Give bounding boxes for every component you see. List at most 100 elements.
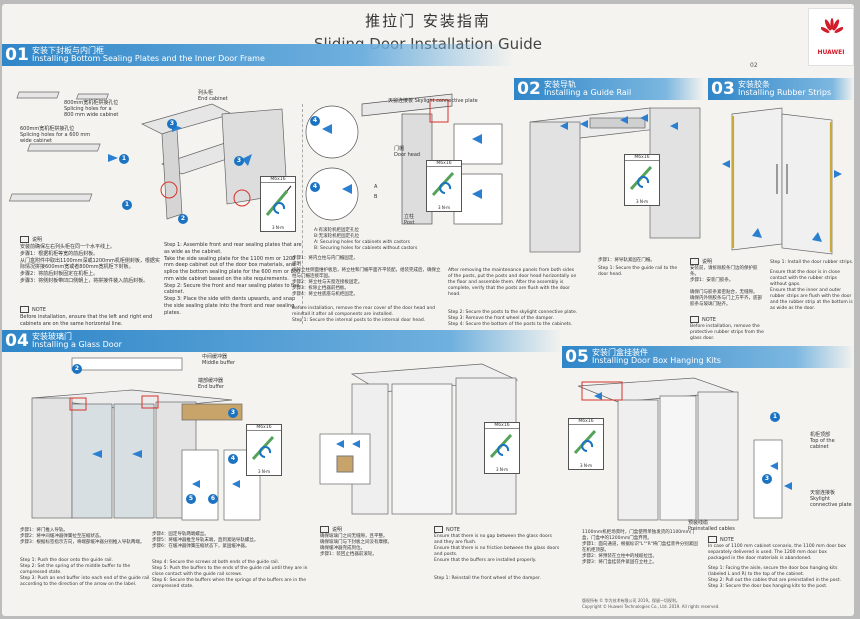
manual-sheet: 推拉门 安装指南 Sliding Door Installation Guide… [2,4,854,616]
section-04-header: 04 安装玻璃门 Installing a Glass Door [2,330,562,352]
step-marker-3b: 3 [234,156,244,166]
label-800mm-holes: 800mm宽机柜拼接孔位 Splicing holes for a 800 mm… [64,100,119,118]
section-02-header: 02 安装导轨 Installing a Guide Rail [514,78,704,100]
steps-en-s5: Step 1: Facing the aisle, secure the doo… [708,566,842,590]
step-marker-6-s4: 6 [208,494,218,504]
note-header-s5: NOTE [708,536,734,543]
screwdriver-icon [431,171,455,197]
page-number: 02 [750,62,758,69]
brand-name: HUAWEI [817,49,845,56]
step-reinstall-s4: Step 1: Reinstall the front wheel of the… [434,576,541,581]
torque-value-s1b: 3 N·m [438,205,450,210]
torque-value-s4b: 3 N·m [496,467,508,472]
rubber-strip-illustration [722,107,842,255]
huawei-flower-icon [821,18,843,33]
section-04-number: 04 [5,331,29,351]
glass-door-illustration [31,357,261,521]
tool-hint-box-s1: M6x16 3 N·m [260,176,296,232]
note-items-cn-s3: 确保门与胶条紧密贴合，无缝隙。 确保内外侧胶条与门上方平齐，底部胶条与玻璃门贴齐… [690,290,762,308]
screw-size-s1b: M6x16 [427,161,461,167]
tool-hint-box-s5: M6x16 3 N·m [568,418,604,470]
step-marker-1-s5: 1 [770,412,780,422]
step-marker-1: 1 [119,154,129,164]
section-04-title-en: Installing a Glass Door [32,340,122,349]
note-en-s5: In case of 1100 mm cabinet scenario, the… [708,544,846,562]
steps-en-2-s4: Step 4: Secure the screws at both ends o… [152,560,308,590]
label-middle-buffer: 中间缓冲器 Middle buffer [202,354,236,366]
section-05-header: 05 安装门盒挂装件 Installing Door Box Hanging K… [562,346,854,368]
label-post: 立柱 Post [404,214,415,226]
label-end-buffer: 端部缓冲器 End buffer [198,378,225,390]
steps-cn-2-s4: 步骤4：固定导轨两端螺丝。 步骤5：将缓冲器推至导轨末端，直到紧贴导轨螺丝。 步… [152,532,259,550]
steps-cn-s4: 步骤1：将门推入导轨。 步骤2：将中间缓冲器弹簧拉至压缩状态。 步骤3：根据标签… [20,528,145,546]
section-05-title-en: Installing Door Box Hanging Kits [592,356,721,365]
label-preinstalled-cables: 预装线缆 Preinstalled cables [688,520,735,532]
screw-size-s4: M6x16 [247,425,281,431]
note-right-s1: After removing the maintenance panels fr… [448,268,577,298]
label-door-head: 门楣 Door head [394,146,421,158]
post-doorhead-illustration [305,93,503,225]
step1-mid-s1: Step 1: Secure the internal posts to the… [292,318,426,323]
section-03-header: 03 安装胶条 Installing Rubber Strips [708,78,854,100]
section-02-title-cn: 安装导轨 [544,79,576,89]
label-skylight-connective: 天窗连接板 Skylight connective plate [810,490,852,508]
step-marker-5-s4: 5 [186,494,196,504]
mark-a: A [374,184,378,190]
step-marker-4-s4: 4 [228,454,238,464]
label-end-cabinet: 列头柜 End cabinet [198,90,228,102]
step-marker-2: 2 [178,214,188,224]
bullets-en-s3: Ensure that the door is in close contact… [770,270,853,312]
torque-value: 3 N·m [272,225,284,230]
explain-cn-s5: 1100mm机柜场景时，门盒使用单独发货的1100mm门盒，门盒中的1200mm… [582,530,698,566]
screw-size: M6x16 [261,177,295,183]
section-01-header: 01 安装下封板与内门框 Installing Bottom Sealing P… [2,44,514,66]
torque-value-s2: 3 N·m [636,199,648,204]
label-top-of-cabinet: 机柜顶部 Top of the cabinet [810,432,835,450]
screw-size-s4b: M6x16 [485,423,519,429]
section-03-title-cn: 安装胶条 [738,79,770,89]
step-en-s2: Step 1: Secure the guide rail to the doo… [598,266,678,278]
note-header-en-s3: NOTE [690,316,716,323]
step-cn-s2: 步骤1：将导轨紧固在门楣。 [598,258,655,263]
torque-value-s4: 3 N·m [258,469,270,474]
step-marker-2-s4: 2 [72,364,82,374]
screw-size-s2: M6x16 [625,155,659,161]
guide-rail-illustration [529,107,701,253]
explain-cn-s4: 确保玻璃门之间无缝隙，且平整。 确保玻璃门与下封板之间没有摩擦。 确保缓冲器完成… [320,534,392,558]
tool-hint-box-s1b: M6x16 3 N·m [426,160,462,212]
securing-holes-legend: A:有滚轮机柜固定孔位 B:无滚轮机柜固定孔位 A: Securing hole… [314,228,418,252]
section-03-title-en: Installing Rubber Strips [738,88,832,97]
steps-text-s1: Step 1: Assemble front and rear sealing … [164,242,302,316]
section-01-title-cn: 安装下封板与内门框 [32,45,104,55]
section-01-number: 01 [5,45,29,65]
section-02-title-en: Installing a Guide Rail [544,88,632,97]
step-marker-3-s5: 3 [762,474,772,484]
steps-en-s4: Step 1: Push the door onto the guide rai… [20,558,150,588]
section-05-number: 05 [565,347,589,367]
step-en-s3: Step 1: Install the door rubber strips. [770,260,854,265]
copyright-footer: 版权所有 © 华为技术有限公司 2019。保留一切权利。 Copyright ©… [582,598,720,609]
screwdriver-icon [265,185,292,216]
title-cn: 推拉门 安装指南 [365,12,491,30]
tool-hint-box-s4b: M6x16 3 N·m [484,422,520,474]
note-header-s4: NOTE [434,526,460,533]
door-box-illustration [577,377,792,521]
note-mid-s1: Before installation, remove the rear cov… [292,306,436,318]
note-en-s4: Ensure that there is no gap between the … [434,534,560,564]
note-text-s1: Before installation, ensure that the lef… [20,314,153,327]
divider-s1 [302,104,303,324]
label-skylight-plate: 天窗连接板 Skylight connective plate [388,98,478,104]
screw-size-s5: M6x16 [569,419,603,425]
step-marker-1b: 1 [122,200,132,210]
note-en-s3: Before installation, remove the protecti… [690,324,764,342]
explain-header-s4: 说明 [320,526,342,533]
screwdriver-icon [573,429,597,455]
explain-text-s1: 安装前确保左右列头柜在同一个水平线上。 步骤1：根据机柜等宽的前后封板。 从门盒… [20,244,160,284]
section-01-title-en: Installing Bottom Sealing Plates and the… [32,54,265,63]
screwdriver-icon [489,433,513,459]
section-02-number: 02 [517,79,541,99]
tool-hint-box-s2: M6x16 3 N·m [624,154,660,206]
screwdriver-icon [251,435,275,461]
section-05-title-cn: 安装门盒挂装件 [592,347,648,357]
tool-hint-box-s4: M6x16 3 N·m [246,424,282,476]
